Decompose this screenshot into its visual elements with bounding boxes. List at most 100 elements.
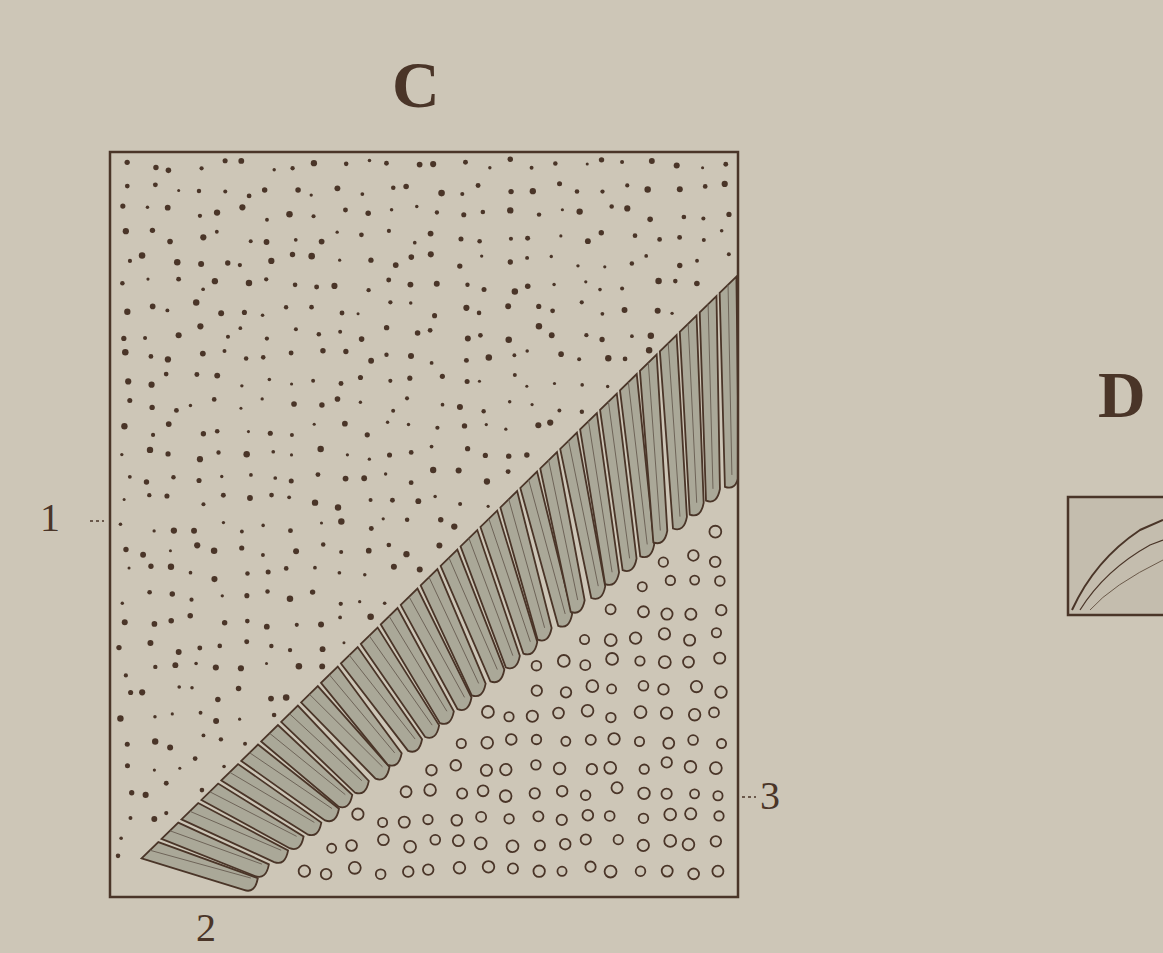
stipple-dot (171, 712, 174, 715)
stipple-dot (320, 521, 323, 524)
stipple-dot (338, 518, 344, 524)
stipple-dot (334, 185, 340, 191)
grain-circle (553, 708, 564, 719)
stipple-dot (177, 189, 180, 192)
stipple-dot (198, 261, 204, 267)
stipple-dot (677, 235, 682, 240)
stipple-dot (287, 495, 291, 499)
stipple-dot (147, 447, 153, 453)
stipple-dot (238, 158, 244, 164)
stipple-dot (167, 745, 173, 751)
grain-circle (661, 608, 672, 619)
stipple-dot (625, 183, 629, 187)
stipple-dot (166, 168, 172, 174)
stipple-dot (580, 300, 584, 304)
grain-circle (483, 861, 495, 873)
stipple-dot (506, 453, 511, 458)
grain-circle (661, 757, 671, 767)
stipple-dot (312, 214, 316, 218)
stipple-dot (430, 467, 436, 473)
crystal-hatch (250, 753, 332, 809)
stipple-dot (701, 216, 705, 220)
stipple-dot (239, 407, 242, 410)
stipple-dot (116, 854, 121, 859)
grain-circle (636, 866, 646, 876)
stipple-dot (369, 526, 374, 531)
stipple-dot (125, 378, 131, 384)
stipple-dot (417, 162, 423, 168)
stipple-dot (123, 547, 128, 552)
stipple-dot (189, 404, 192, 407)
grain-circle (561, 687, 571, 697)
stipple-dot (147, 493, 151, 497)
stipple-dot (387, 543, 392, 548)
stipple-dot (415, 330, 421, 336)
stipple-dot (366, 548, 372, 554)
stipple-dot (674, 163, 680, 169)
grain-circle (683, 657, 694, 668)
stipple-dot (243, 742, 247, 746)
stipple-dot (321, 542, 326, 547)
stipple-dot (261, 397, 264, 400)
stipple-dot (150, 228, 155, 233)
grain-circle (639, 814, 649, 824)
grain-circle (500, 790, 512, 802)
stipple-dot (268, 258, 274, 264)
grain-circle (585, 862, 595, 872)
stipple-dot (290, 252, 295, 257)
stipple-dot (310, 193, 313, 196)
stipple-dot (193, 756, 198, 761)
stipple-dot (487, 505, 490, 508)
stipple-dot (312, 499, 318, 505)
stipple-dot (211, 576, 217, 582)
stipple-dot (391, 409, 395, 413)
grain-circle (451, 815, 462, 826)
grain-circle (685, 609, 696, 620)
stipple-dot (194, 542, 200, 548)
stipple-dot (609, 204, 613, 208)
stipple-dot (197, 323, 203, 329)
grain-circle (531, 760, 541, 770)
stipple-dot (368, 258, 373, 263)
stipple-dot (506, 469, 511, 474)
grain-circle (683, 839, 695, 851)
stipple-dot (464, 358, 469, 363)
grain-circle (606, 653, 618, 665)
stipple-dot (580, 383, 584, 387)
stipple-dot (264, 277, 268, 281)
stipple-dot (430, 445, 434, 449)
stipple-dot (727, 252, 731, 256)
grain-circle (638, 606, 649, 617)
stipple-dot (216, 450, 220, 454)
grain-circle (688, 868, 699, 879)
stipple-dot (363, 573, 367, 577)
crystal-hatch (529, 480, 565, 614)
stipple-dot (391, 564, 397, 570)
stipple-dot (600, 312, 604, 316)
stipple-dot (655, 308, 661, 314)
crystal-hatch (708, 304, 713, 489)
grain-circle (587, 764, 598, 775)
grain-circle (424, 784, 436, 796)
stipple-dot (190, 686, 194, 690)
stipple-dot (168, 564, 174, 570)
stipple-dot (387, 452, 392, 457)
stipple-dot (441, 403, 445, 407)
stipple-dot (387, 229, 391, 233)
stipple-dot (290, 382, 293, 385)
stipple-dot (127, 398, 132, 403)
stipple-dot (243, 451, 249, 457)
stipple-dot (320, 646, 326, 652)
stipple-dot (222, 620, 227, 625)
crystal-hatch (569, 441, 599, 586)
stipple-dot (603, 265, 606, 268)
crystal-hatch (409, 597, 464, 698)
stipple-dot (460, 192, 464, 196)
stipple-dot (201, 431, 206, 436)
grain-circle (457, 739, 466, 748)
stipple-dot (483, 453, 488, 458)
stipple-dot (310, 589, 315, 594)
stipple-dot (433, 495, 436, 498)
grain-circle (582, 705, 594, 717)
stipple-dot (726, 212, 731, 217)
